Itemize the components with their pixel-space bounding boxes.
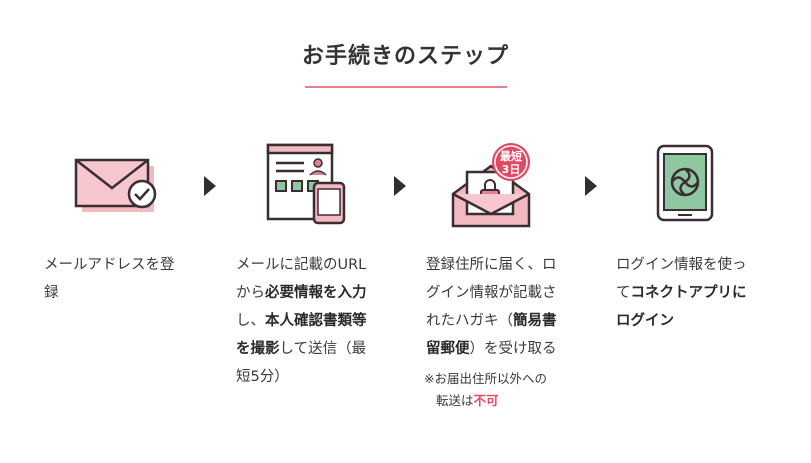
step-segment: メールに記載のURL <box>236 257 367 273</box>
step-emphasis: 簡易書 <box>513 313 557 329</box>
envelope-check-icon <box>74 158 157 212</box>
step-1-text: メールアドレスを登録 <box>44 251 194 307</box>
step-line: ログイン情報を使っ <box>616 251 776 279</box>
step-line: から必要情報を入力 <box>236 279 386 307</box>
step-emphasis: コネクトアプリに <box>630 285 747 301</box>
page-title: お手続きのステップ <box>301 44 509 69</box>
step-4-text: ログイン情報を使ってコネクトアプリにログイン <box>616 251 776 335</box>
step-emphasis: を撮影 <box>236 341 280 357</box>
step-emphasis: ログイン <box>616 313 674 329</box>
step-line: 録 <box>44 279 194 307</box>
step-emphasis: 必要情報を入力 <box>265 285 367 301</box>
title-underline <box>305 86 507 88</box>
step-line: を撮影して送信（最 <box>236 335 386 363</box>
step-segment: ）を受け取る <box>469 341 557 357</box>
step-emphasis: 留郵便 <box>426 341 470 357</box>
step-arrow <box>394 176 406 196</box>
step-3-text: 登録住所に届く、ログイン情報が記載されたハガキ（簡易書留郵便）を受け取る <box>426 251 586 363</box>
note-line-1: ※お届出住所以外への <box>424 371 547 386</box>
step-segment: て <box>616 285 631 301</box>
step-arrow <box>585 176 597 196</box>
step-line: グイン情報が記載さ <box>426 279 586 307</box>
mail-lock-icon: 最短 3日 <box>451 143 531 228</box>
step-line: 登録住所に届く、ロ <box>426 251 586 279</box>
smartphone-app-icon <box>656 144 714 222</box>
step-line: 留郵便）を受け取る <box>426 335 586 363</box>
badge-line1: 最短 <box>500 149 522 163</box>
step-segment: から <box>236 285 265 301</box>
step-segment: ログイン情報を使っ <box>616 257 747 273</box>
delivery-note: ※お届出住所以外への 転送は不可 <box>424 368 547 412</box>
step-line: れたハガキ（簡易書 <box>426 307 586 335</box>
step-segment: メールアドレスを登 <box>44 257 175 273</box>
step-segment: 録 <box>44 285 59 301</box>
document-phone-icon <box>266 143 346 225</box>
step-line: ログイン <box>616 307 776 335</box>
step-segment: し、 <box>236 313 265 329</box>
step-line: メールアドレスを登 <box>44 251 194 279</box>
note-emphasis: 不可 <box>473 393 499 408</box>
step-line: メールに記載のURL <box>236 251 386 279</box>
step-segment: 短5分） <box>236 369 289 385</box>
note-prefix: 転送は <box>436 393 474 408</box>
step-segment: して送信（最 <box>279 341 367 357</box>
step-emphasis: 本人確認書類等 <box>265 313 367 329</box>
step-segment: グイン情報が記載さ <box>426 285 557 301</box>
step-line: 短5分） <box>236 363 386 391</box>
step-arrow <box>204 176 216 196</box>
step-line: てコネクトアプリに <box>616 279 776 307</box>
step-line: し、本人確認書類等 <box>236 307 386 335</box>
step-segment: れたハガキ（ <box>426 313 513 329</box>
badge-line2: 3日 <box>502 163 521 176</box>
step-segment: 登録住所に届く、ロ <box>426 257 557 273</box>
note-line-2: 転送は不可 <box>424 390 547 412</box>
